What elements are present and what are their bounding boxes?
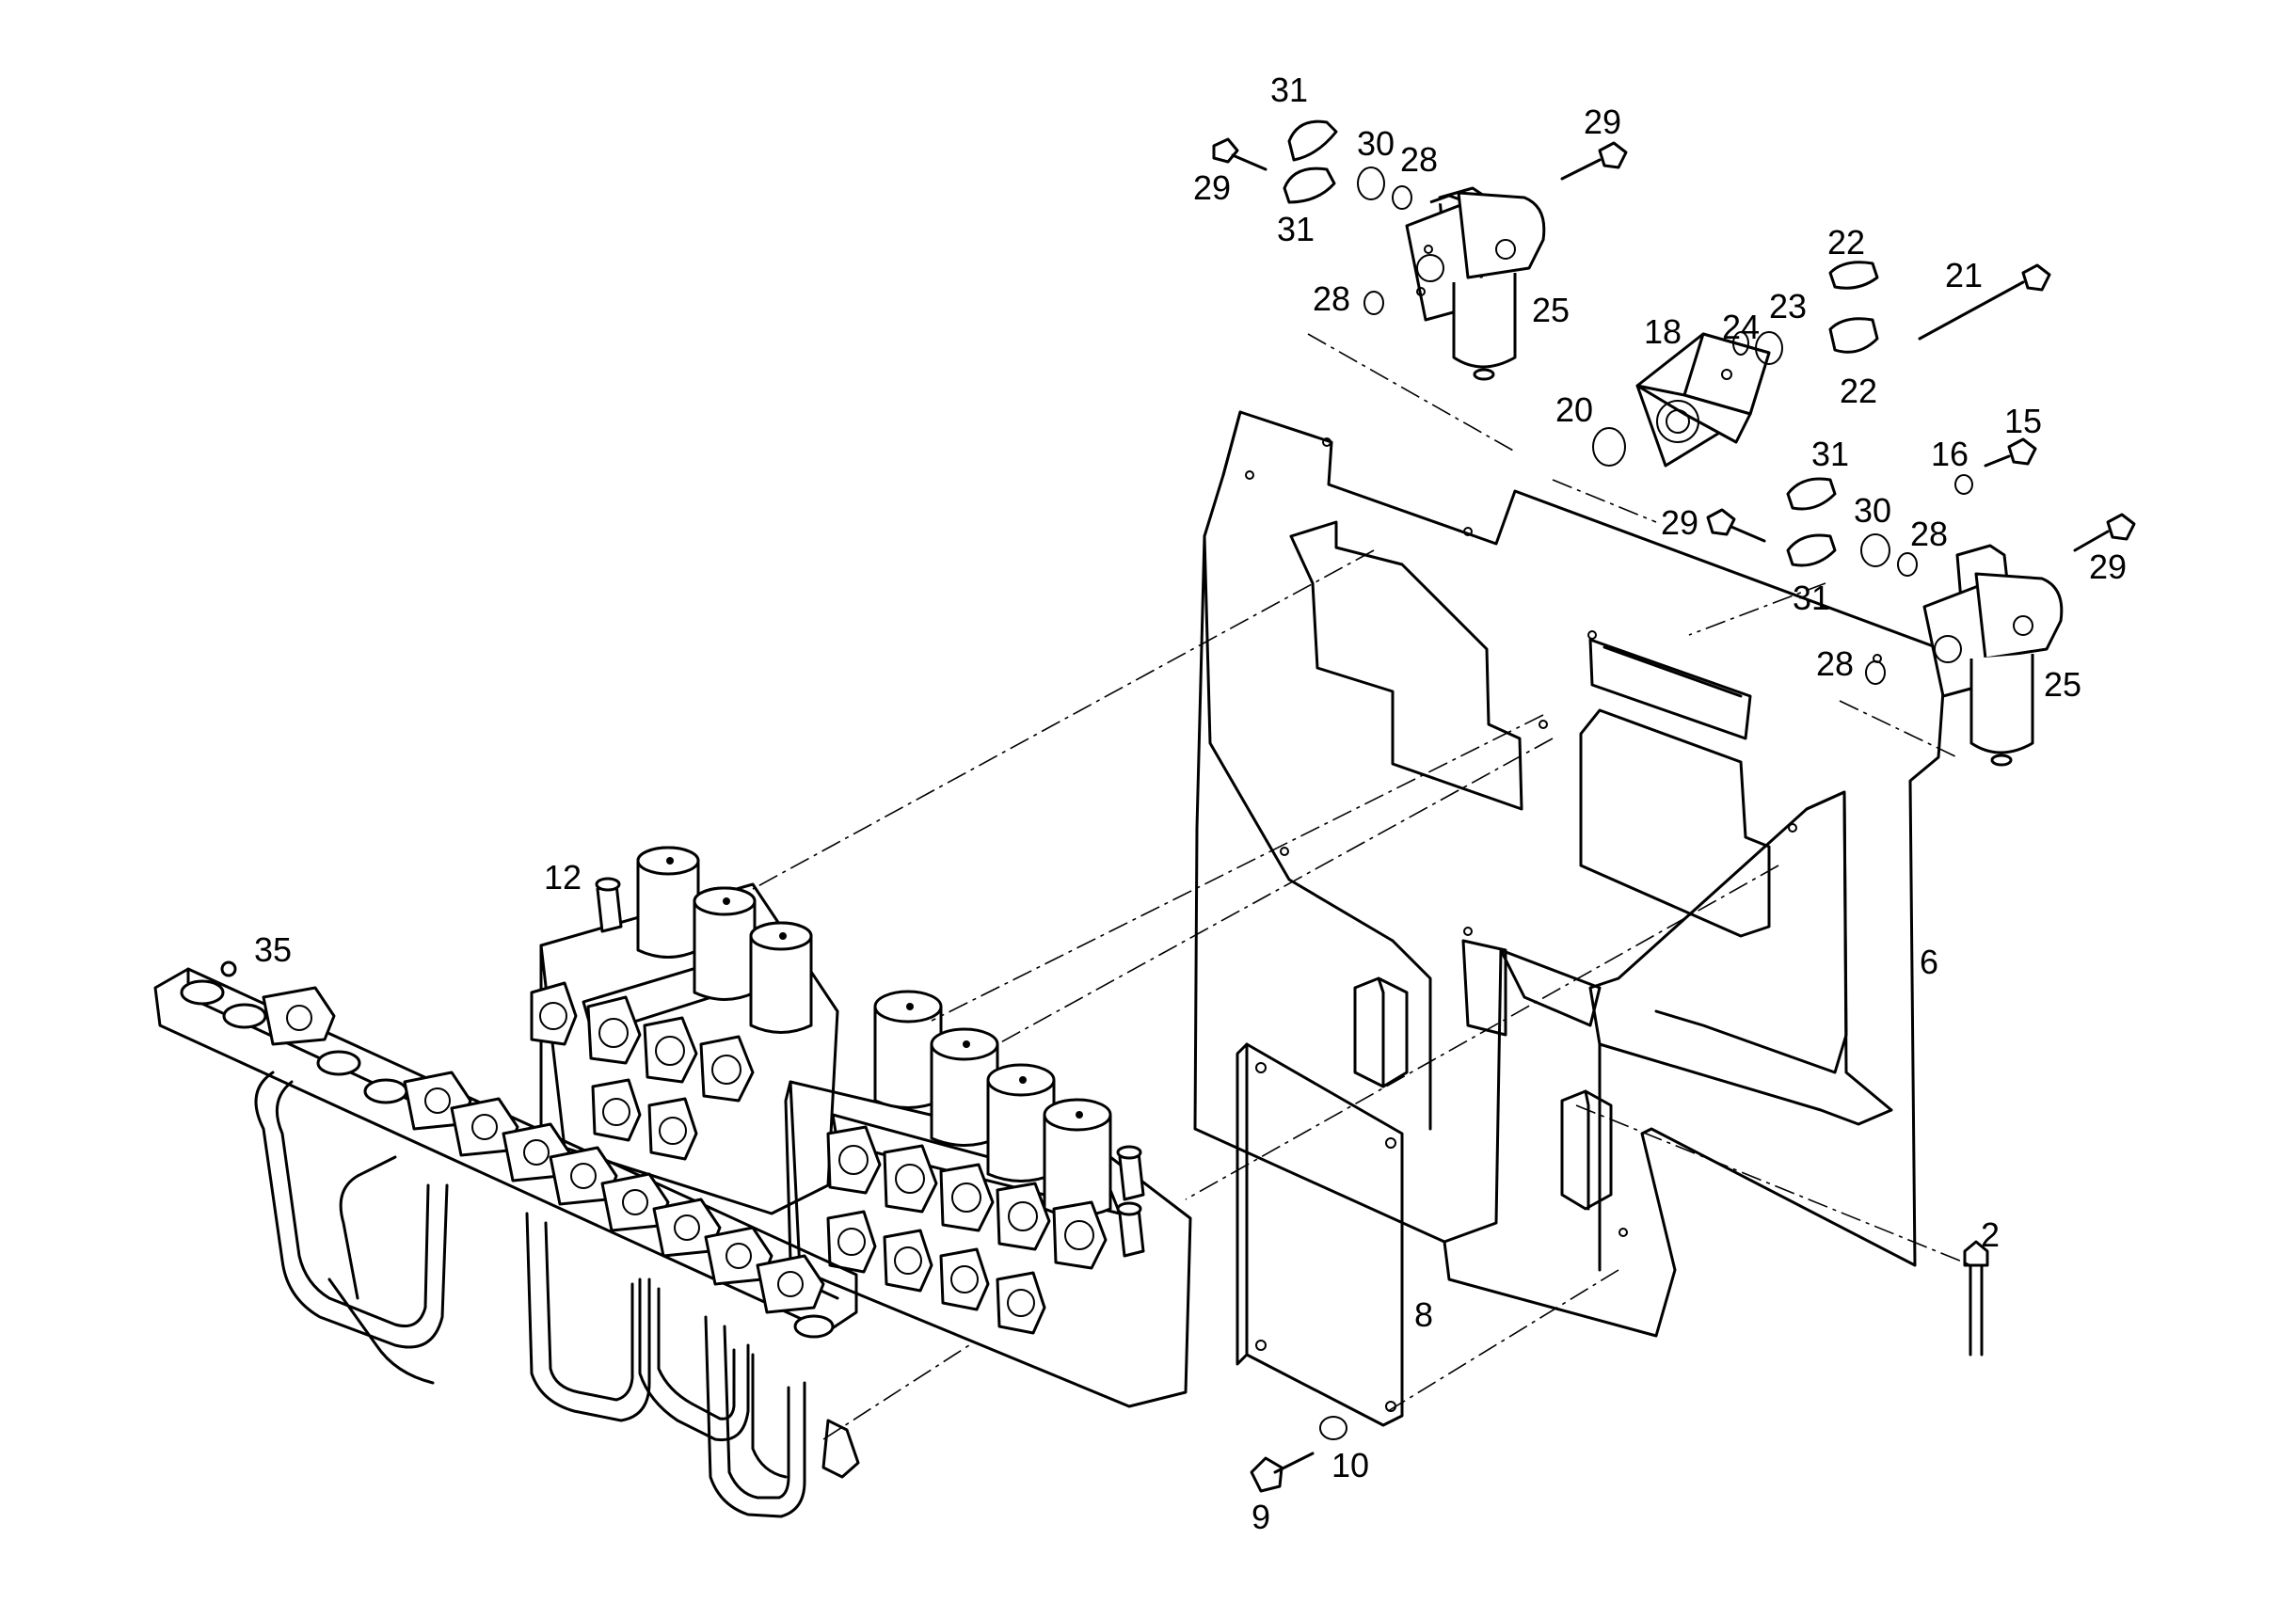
callout-21: 21 [1945, 256, 1983, 294]
callout-15: 15 [2004, 402, 2042, 440]
callout-31: 31 [1270, 71, 1308, 109]
solenoid-coil [636, 846, 700, 959]
port-flanges [826, 1125, 1108, 1335]
control-valve-block-front [784, 990, 1192, 1408]
callout-23: 23 [1769, 287, 1807, 325]
pipe-manifold [153, 960, 860, 1518]
manifold-flanges [180, 979, 835, 1339]
callout-28: 28 [1400, 140, 1438, 179]
solenoid-coil [873, 990, 943, 1109]
port-flanges [530, 981, 755, 1161]
callout-2: 2 [1981, 1215, 2000, 1254]
mounting-plate-part-6 [1193, 410, 1948, 1338]
callout-31: 31 [1793, 579, 1830, 617]
clamp-halves [1283, 119, 1879, 567]
callout-29: 29 [1584, 103, 1621, 141]
callout-30: 30 [1854, 491, 1891, 530]
callout-28: 28 [1816, 644, 1854, 683]
callout-29: 29 [2089, 548, 2127, 586]
callout-18: 18 [1644, 312, 1682, 351]
callout-10: 10 [1331, 1446, 1369, 1484]
callout-22: 22 [1840, 372, 1877, 410]
callout-30: 30 [1357, 124, 1395, 163]
callout-8: 8 [1414, 1295, 1433, 1334]
callout-25: 25 [2044, 665, 2081, 704]
filter-upper-part-25 [1405, 186, 1546, 381]
adapter-block-part-18 [1635, 332, 1771, 468]
callout-12: 12 [544, 858, 582, 897]
callout-28: 28 [1910, 515, 1948, 553]
callout-28: 28 [1313, 279, 1350, 318]
callout-24: 24 [1722, 308, 1760, 346]
control-valve-block-rear [530, 846, 839, 1215]
callout-25: 25 [1532, 291, 1570, 329]
cover-plate-part-8 [1236, 1042, 1404, 1427]
callout-16: 16 [1931, 435, 1969, 473]
callout-31: 31 [1811, 435, 1849, 473]
o-ring-seals [1319, 167, 1973, 1440]
bolts [1212, 137, 2136, 1493]
solenoid-coil [1043, 1098, 1112, 1217]
filter-lower-part-25 [1922, 544, 2064, 767]
callout-29: 29 [1661, 503, 1698, 542]
callouts: 31 29 30 28 29 31 28 25 22 21 18 24 23 2… [254, 71, 2127, 1536]
callout-6: 6 [1920, 943, 1938, 981]
callout-35: 35 [254, 930, 292, 969]
callout-22: 22 [1827, 223, 1865, 262]
callout-31: 31 [1277, 210, 1315, 248]
solenoid-coil [693, 886, 757, 1001]
callout-29: 29 [1193, 168, 1231, 207]
callout-20: 20 [1555, 390, 1593, 429]
leader-lines [752, 333, 1972, 1440]
callout-9: 9 [1252, 1498, 1270, 1536]
solenoid-coil [749, 921, 813, 1034]
